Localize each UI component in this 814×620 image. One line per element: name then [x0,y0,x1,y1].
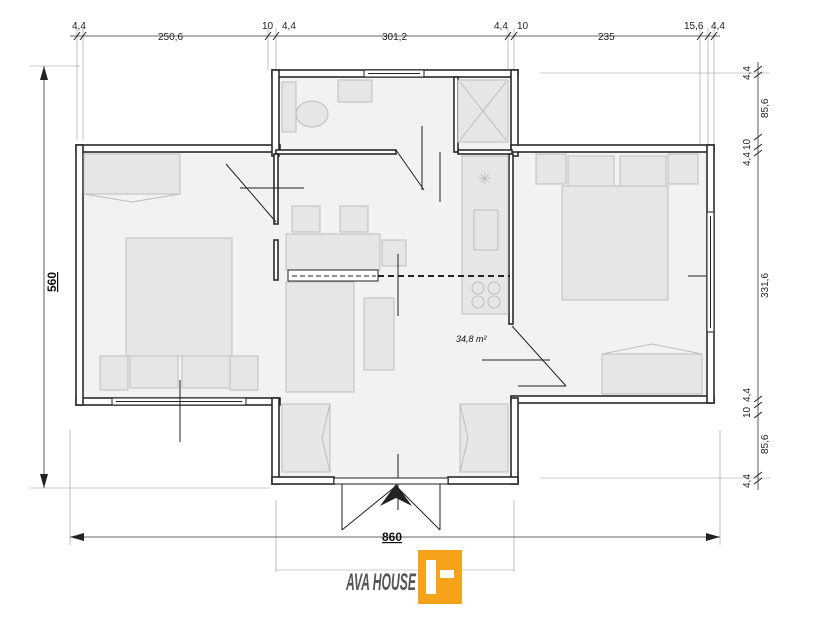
bathroom [281,79,509,143]
dim-top-5: 301,2 [382,32,407,43]
kitchen-living: ✳ 34,8 m² [281,155,510,473]
right-bed [561,185,669,301]
dim-right-9: 4,4 [742,474,753,488]
dining-table [285,233,381,271]
cabinet-left [281,403,331,473]
dim-top-3: 10 [262,21,274,32]
top-dimension-chain: 4,4 250,6 10 4,4 301,2 4,4 10 235 15,6 4… [70,21,725,43]
sink [337,79,373,103]
hob [471,281,485,295]
dim-total-height: 560 [45,272,59,292]
right-wardrobe [601,353,703,395]
dim-top-4: 4,4 [282,21,296,32]
dim-top-2: 250,6 [158,32,183,43]
dim-right-3: 10 [742,138,753,150]
logo-wordmark: AVA HOUSE [345,569,416,596]
right-nightstand-2 [667,153,699,185]
left-nightstand-1 [99,355,129,391]
dim-right-1: 4,4 [742,66,753,80]
area-label: 34,8 m² [456,334,488,344]
sofa [285,281,355,393]
dim-top-7: 10 [517,21,529,32]
right-pillow-2 [619,155,667,189]
left-wardrobe [83,153,181,195]
extension-lines [30,28,770,572]
cabinet-right [459,403,509,473]
dim-top-6: 4,4 [494,21,508,32]
toilet-tank [281,81,297,133]
chair-2 [339,205,369,233]
left-pillow-2 [181,355,231,389]
left-bed [125,237,233,357]
dim-top-9: 15,6 [684,21,704,32]
left-bedroom [83,153,259,442]
dim-total-width: 860 [382,530,402,544]
chair-3 [381,239,407,267]
overall-width-dimension: 860 [70,530,720,544]
stove [473,209,499,251]
ava-house-logo: AVA HOUSE [345,550,462,604]
chair-1 [291,205,321,233]
dim-right-5: 331,6 [760,273,771,298]
dim-top-10: 4,4 [711,21,725,32]
dim-right-6: 4,4 [742,388,753,402]
left-nightstand-2 [229,355,259,391]
right-dimension-chain: 4,4 85,6 10 4,4 331,6 4,4 10 85,6 4,4 [742,62,771,490]
dim-right-2: 85,6 [760,98,771,118]
overall-height-dimension: 560 [40,66,59,488]
right-nightstand-1 [535,153,567,185]
dim-right-4: 4,4 [742,152,753,166]
dim-top-1: 4,4 [72,21,86,32]
sink-icon: ✳ [478,169,491,188]
toilet-bowl [295,100,329,128]
entrance-arrow-icon [380,484,412,506]
dim-right-7: 10 [742,406,753,418]
doors [225,126,567,531]
right-bedroom [535,153,706,395]
right-pillow-1 [567,155,615,189]
left-pillow-1 [129,355,179,389]
dim-right-8: 85,6 [760,434,771,454]
coffee-table [363,297,395,371]
windows [111,69,715,406]
dim-top-8: 235 [598,32,615,43]
